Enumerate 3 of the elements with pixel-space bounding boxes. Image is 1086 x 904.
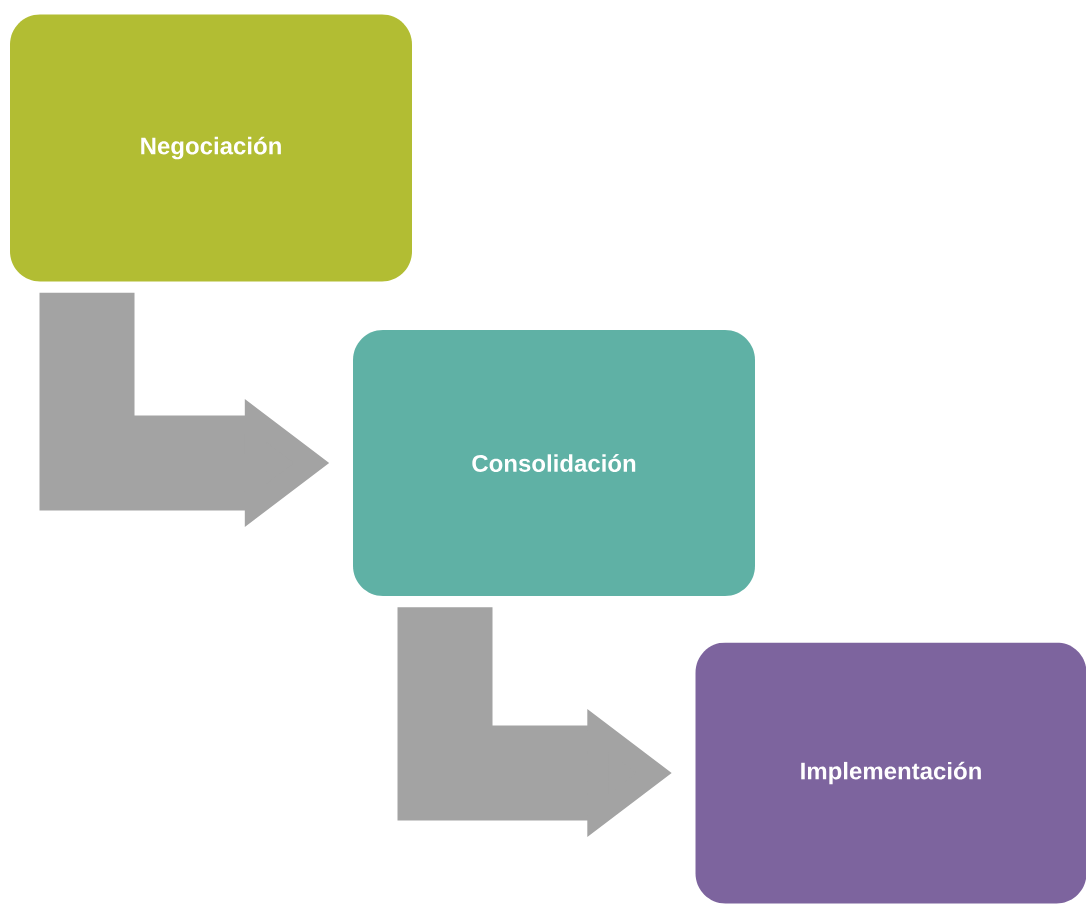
process-box: Negociación bbox=[10, 14, 412, 282]
process-box: Implementación bbox=[695, 642, 1086, 904]
process-box: Consolidación bbox=[353, 330, 755, 596]
